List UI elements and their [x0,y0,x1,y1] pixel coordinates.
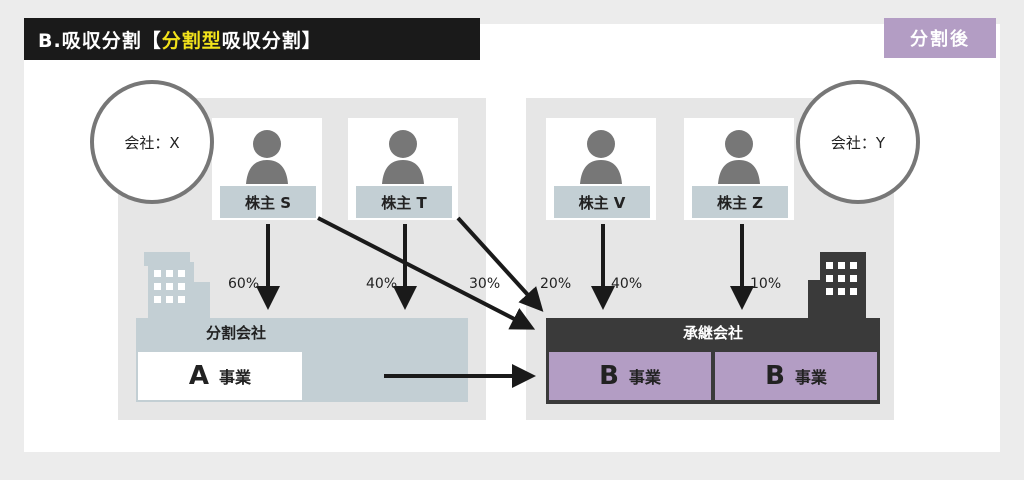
business-b-1: B 事業 [549,352,711,400]
after-split-badge: 分割後 [884,18,996,58]
pct-s-shoukei: 30% [469,276,501,292]
business-a-letter: A [188,361,210,391]
shoukei-company-label: 承継会社 [682,324,743,342]
business-b-letter: B [765,361,785,391]
diagram-title: B.吸収分割【分割型吸収分割】 [24,18,480,60]
shareholder-z: 株主 Z [684,118,794,220]
title-prefix: B.吸収分割【 [38,29,162,52]
arrow-t-to-shoukei [456,216,544,312]
shareholder-t: 株主 T [348,118,458,220]
pct-v-shoukei: 40% [611,276,643,292]
person-icon [246,130,288,184]
pct-t-bunkatsu: 40% [366,276,398,292]
bunkatsu-company-label: 分割会社 [205,324,266,342]
pct-s-bunkatsu: 60% [228,276,260,292]
title-suffix: 吸収分割】 [221,29,322,52]
title-highlight: 分割型 [161,29,222,52]
shareholder-label: 株主 V [554,186,650,218]
company-y-circle: 会社：Y [796,80,920,204]
shareholder-v: 株主 V [546,118,656,220]
building-icon-light [144,252,210,328]
shareholder-label: 株主 T [356,186,452,218]
business-a-word: 事業 [219,368,252,387]
shareholder-label: 株主 Z [692,186,788,218]
pct-z-shoukei: 10% [750,276,782,292]
person-icon [580,130,622,184]
person-icon [382,130,424,184]
shareholder-s: 株主 S [212,118,322,220]
person-icon [718,130,760,184]
business-b-letter: B [599,361,619,391]
arrow-s-to-shoukei [317,216,536,330]
building-icon-dark [808,252,866,328]
business-a: A 事業 [138,352,302,400]
company-x-circle: 会社：X [90,80,214,204]
business-b-word: 事業 [628,368,661,387]
shareholder-label: 株主 S [220,186,316,218]
pct-t-shoukei: 20% [540,276,572,292]
business-b-word: 事業 [794,368,827,387]
business-b-2: B 事業 [715,352,877,400]
